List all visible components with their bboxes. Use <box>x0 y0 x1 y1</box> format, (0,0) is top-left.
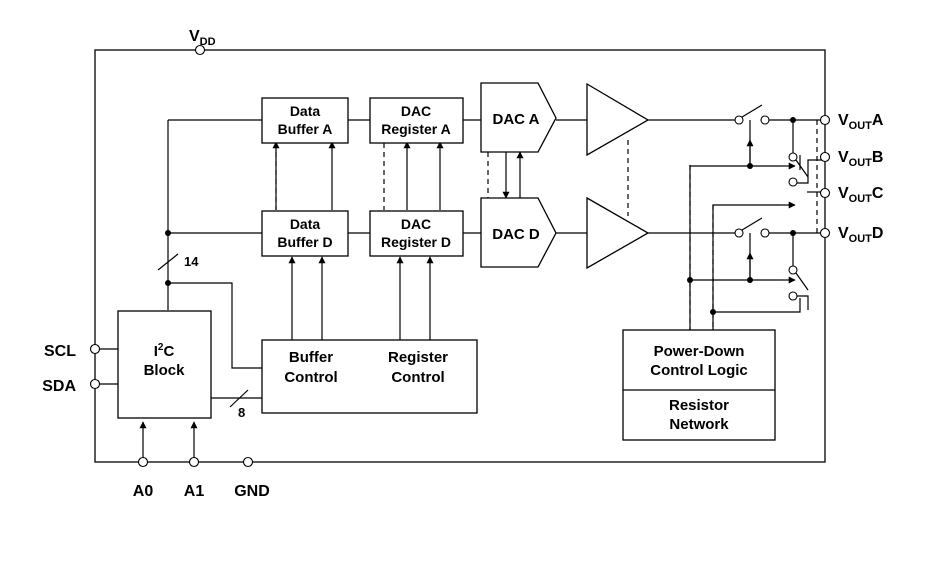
dashed-links <box>275 120 818 330</box>
vouta-label: VOUTA <box>838 112 884 132</box>
switch-c-contact-top <box>788 265 798 275</box>
switch-b-contact-bottom <box>788 177 798 187</box>
a0-label: A0 <box>133 483 154 500</box>
sda-label: SDA <box>42 378 76 395</box>
data-buffer-a: Data Buffer A <box>261 97 349 144</box>
voutb-label: VOUTB <box>838 149 883 169</box>
scl-pin <box>89 343 101 355</box>
voutd-pin <box>819 227 831 239</box>
voutd-label-letter: D <box>872 225 884 242</box>
dac-register-a-line2: Register A <box>381 121 451 137</box>
switch-d-contact-right <box>760 228 770 238</box>
junction-dots <box>165 117 796 315</box>
a1-pin <box>188 456 200 468</box>
switch-d-contact-left <box>734 228 744 238</box>
dac-register-d: DAC Register D <box>369 210 464 257</box>
dac-register-d-line2: Register D <box>381 234 451 250</box>
a1-label: A1 <box>184 483 205 500</box>
bus-8-slash <box>229 389 249 408</box>
voutc-label-letter: C <box>872 185 884 202</box>
dac-register-a: DAC Register A <box>369 97 464 144</box>
switch-a-contact-left <box>734 115 744 125</box>
i2c-prefix: I <box>154 343 158 360</box>
voutd-label: VOUTD <box>838 225 883 245</box>
voutc-pin <box>819 187 831 199</box>
voutd-label-main: V <box>838 225 849 242</box>
power-down-block: Power-Down Control Logic Resistor Networ… <box>622 329 776 441</box>
register-control-line2: Control <box>391 369 444 386</box>
data-buffer-d-line1: Data <box>290 216 321 232</box>
voutb-label-letter: B <box>872 149 884 166</box>
switch-a-blade <box>741 104 763 118</box>
voutb-pin <box>819 151 831 163</box>
dac-d-label: DAC D <box>492 226 540 243</box>
register-control-line1: Register <box>388 349 448 366</box>
gnd-label: GND <box>234 483 270 500</box>
switch-c-blade <box>795 272 809 291</box>
vouta-label-letter: A <box>872 112 884 129</box>
dac-a: DAC A <box>480 82 557 153</box>
voutc-label-sub: OUT <box>849 193 873 205</box>
i2c-superscript: 2 <box>158 342 164 353</box>
vouta-label-sub: OUT <box>849 120 873 132</box>
switch-c-contact-bottom <box>788 291 798 301</box>
dac-register-d-line1: DAC <box>401 216 431 232</box>
sda-pin <box>89 378 101 390</box>
a0-pin <box>137 456 149 468</box>
bus-markers: 14 8 <box>157 253 249 420</box>
vdd-pin <box>194 44 206 56</box>
voutb-label-sub: OUT <box>849 157 873 169</box>
voutd-label-sub: OUT <box>849 233 873 245</box>
data-buffer-a-line1: Data <box>290 103 321 119</box>
bus-14-slash <box>157 253 179 271</box>
data-buffer-a-line2: Buffer A <box>278 121 333 137</box>
switch-d-blade <box>741 217 763 231</box>
buffer-control-line1: Buffer <box>289 349 333 366</box>
vdd-label-main: V <box>189 28 200 45</box>
vouta-label-main: V <box>838 112 849 129</box>
gnd-pin <box>242 456 254 468</box>
dac-d: DAC D <box>480 197 557 268</box>
switch-b-blade <box>795 159 809 178</box>
bus-8-label: 8 <box>238 405 245 420</box>
vdd-label: VDD <box>189 28 216 48</box>
power-down-line2: Control Logic <box>650 362 748 379</box>
power-down-line1: Power-Down <box>654 343 745 360</box>
bus-14-label: 14 <box>184 254 199 269</box>
scl-label: SCL <box>44 343 76 360</box>
buffer-control-line2: Control <box>284 369 337 386</box>
amplifier-d <box>586 196 650 270</box>
amplifier-a <box>586 82 650 157</box>
svg-text:I2C: I2C <box>154 342 175 360</box>
vdd-label-sub: DD <box>200 36 216 48</box>
i2c-block: I2C Block <box>117 310 212 419</box>
control-block: Buffer Control Register Control <box>261 339 478 414</box>
dac-register-a-line1: DAC <box>401 103 431 119</box>
voutc-label-main: V <box>838 185 849 202</box>
voutc-label: VOUTC <box>838 185 884 205</box>
switch-b-contact-top <box>788 152 798 162</box>
resistor-network-line1: Resistor <box>669 397 729 414</box>
data-buffer-d: Data Buffer D <box>261 210 349 257</box>
i2c-line2: Block <box>144 362 186 379</box>
vouta-pin <box>819 114 831 126</box>
switch-a-contact-right <box>760 115 770 125</box>
resistor-network-line2: Network <box>669 416 729 433</box>
chip-outline <box>94 49 826 463</box>
voutb-label-main: V <box>838 149 849 166</box>
pin-circles <box>89 44 831 468</box>
data-buffer-d-line2: Buffer D <box>277 234 332 250</box>
output-switches <box>734 104 809 301</box>
i2c-suffix: C <box>163 343 174 360</box>
dac-a-label: DAC A <box>493 111 540 128</box>
